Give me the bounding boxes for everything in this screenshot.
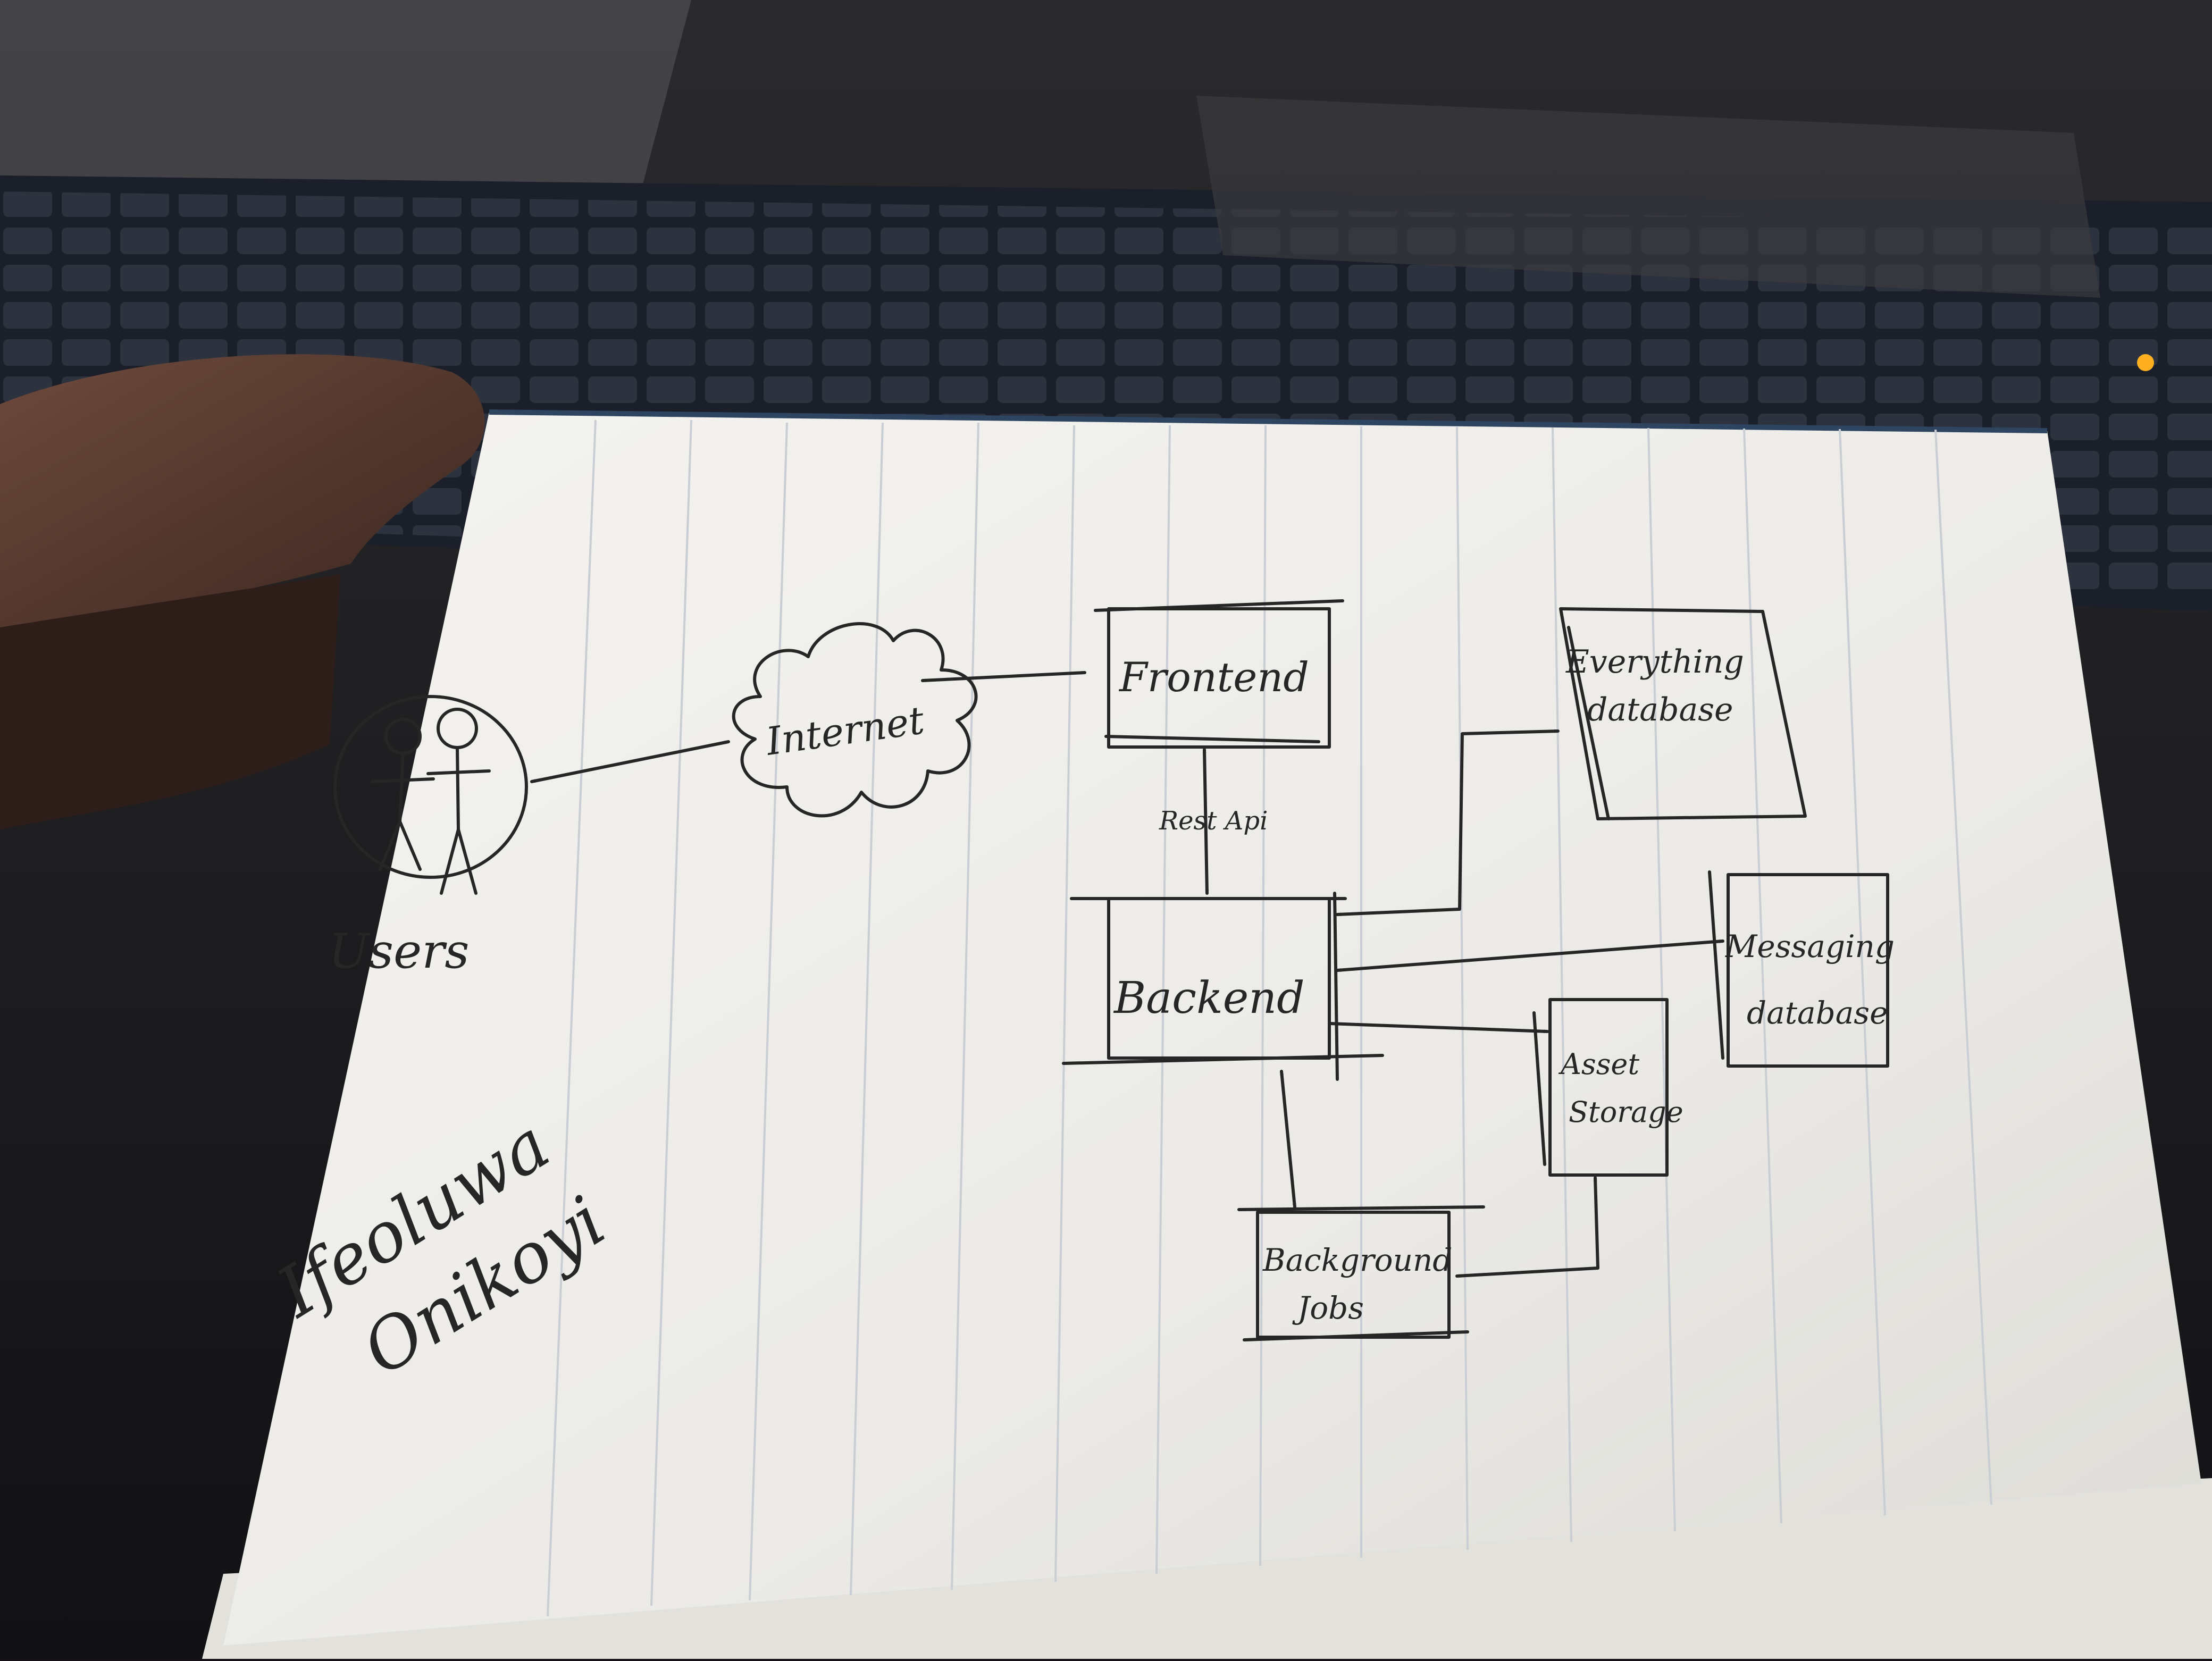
background-notebook <box>1196 96 2100 298</box>
asset-storage-label-line1: Asset <box>1558 1047 1639 1081</box>
edge-backend-everything-db <box>1336 729 1560 917</box>
edge-users-internet <box>530 740 730 783</box>
everything-db-label-line1: Everything <box>1565 643 1744 681</box>
edge-backend-asset-storage <box>1328 1022 1549 1034</box>
internet-cloud <box>732 622 978 818</box>
notebook-page <box>223 412 2201 1646</box>
page-top-edge <box>489 409 2048 433</box>
background-jobs-box <box>1237 1205 1485 1341</box>
backend-box <box>1062 892 1384 1081</box>
background-jobs-label-line1: Background <box>1262 1242 1452 1278</box>
edge-frontend-backend-rest-api <box>1202 748 1209 895</box>
asset-storage-box <box>1532 998 1669 1177</box>
edge-asset-storage-background-jobs <box>1455 1176 1599 1278</box>
edge-backend-background-jobs <box>1280 1070 1296 1209</box>
hand-shadow <box>0 574 340 829</box>
edge-backend-messaging-db <box>1336 939 1724 972</box>
finger <box>0 354 485 627</box>
messaging-db-label-line1: Messaging <box>1725 928 1895 964</box>
messaging-db-label-line2: database <box>1747 995 1888 1031</box>
everything-db-label-line2: database <box>1587 691 1733 728</box>
users-circle <box>333 695 528 879</box>
users-node <box>333 695 528 895</box>
backend-label: Backend <box>1113 973 1305 1024</box>
frontend-box <box>1094 599 1344 749</box>
indicator-light <box>2137 354 2154 371</box>
asset-storage-label-line2: Storage <box>1569 1095 1683 1129</box>
monitor-glare <box>0 0 691 223</box>
edges <box>530 670 1724 1278</box>
edge-internet-frontend <box>921 670 1086 683</box>
frontend-label: Frontend <box>1118 653 1309 701</box>
background-jobs-label-line2: Jobs <box>1292 1290 1364 1326</box>
stick-figures-icon <box>371 708 491 895</box>
ruled-lines <box>547 420 1992 1617</box>
users-label: Users <box>329 924 470 979</box>
rest-api-label: Rest Api <box>1159 806 1268 836</box>
everything-database-box <box>1559 607 1807 820</box>
